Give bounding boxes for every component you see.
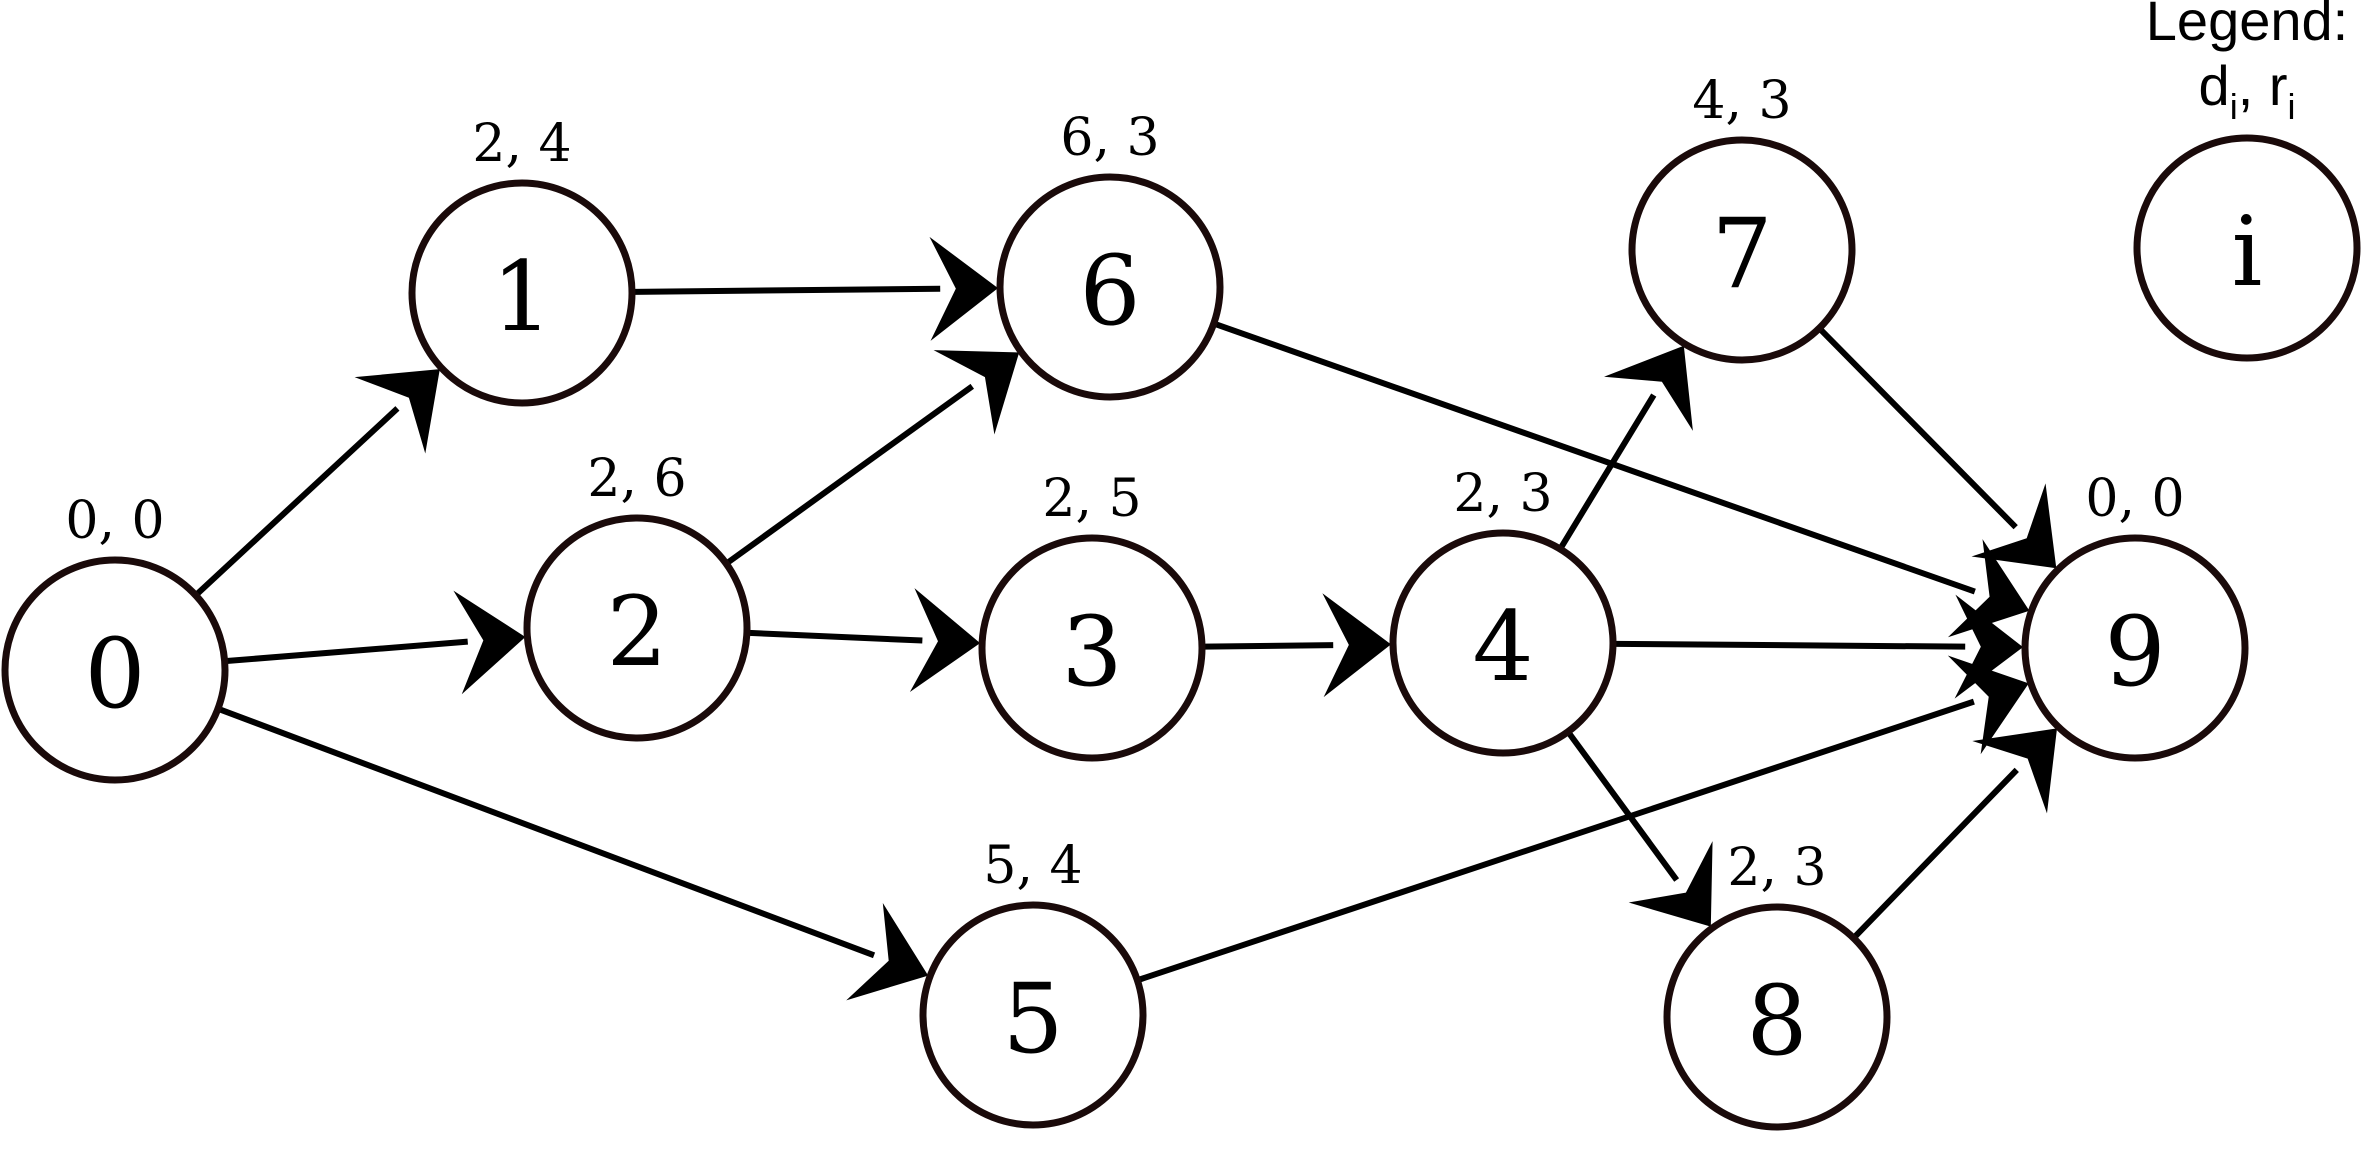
node-7-circle[interactable] [1628, 136, 1856, 364]
node-9-id-label: 9 [2104, 596, 2165, 708]
arrowhead [846, 903, 929, 1001]
node-2-id-label: 2 [606, 576, 667, 688]
nodes-layer: 0 0, 0 1 2, 4 2 2, 6 3 2, 5 4 2, 3 5 5, 4 6 6, 3 7 4, 3… [1, 71, 2249, 1131]
node-6[interactable]: 6 6, 3 [996, 108, 1224, 401]
edge-2-to-6 [726, 350, 1020, 565]
arrowhead [354, 369, 440, 454]
legend-key-d-subscript: i [2230, 86, 2238, 127]
node-9-attrs-label: 0, 0 [2085, 469, 2184, 529]
node-1[interactable]: 1 2, 4 [408, 114, 636, 407]
node-8-attrs-label: 2, 3 [1727, 838, 1826, 898]
node-3-id-label: 3 [1061, 596, 1122, 708]
legend-key-d: d [2199, 54, 2230, 117]
legend-key-r-subscript: i [2287, 86, 2295, 127]
arrowhead [1322, 593, 1392, 698]
node-1-id-label: 1 [491, 241, 552, 353]
arrowhead [453, 590, 526, 695]
node-6-circle[interactable] [996, 173, 1224, 401]
node-9-circle[interactable] [2021, 534, 2249, 762]
node-5-attrs-label: 5, 4 [983, 836, 1082, 896]
node-1-circle[interactable] [408, 179, 636, 407]
node-0-id-label: 0 [84, 618, 145, 730]
arrowhead [1972, 728, 2058, 814]
edges-layer [195, 236, 2058, 1001]
edge-0-to-5 [218, 706, 929, 1001]
node-0-attrs-label: 0, 0 [65, 491, 164, 551]
node-5-id-label: 5 [1002, 963, 1063, 1075]
node-7[interactable]: 7 4, 3 [1628, 71, 1856, 364]
node-2-circle[interactable] [523, 514, 751, 742]
node-2[interactable]: 2 2, 6 [523, 449, 751, 742]
edge-3-to-4 [1203, 593, 1392, 698]
node-3-attrs-label: 2, 5 [1042, 469, 1141, 529]
node-6-id-label: 6 [1079, 235, 1140, 347]
arrowhead [909, 588, 981, 693]
node-0[interactable]: 0 0, 0 [1, 491, 229, 784]
node-4-circle[interactable] [1389, 529, 1617, 757]
legend-sample-node-id: i [2232, 196, 2263, 308]
arrowhead [929, 236, 999, 341]
node-3-circle[interactable] [978, 534, 1206, 762]
legend-title: Legend: [2146, 0, 2348, 52]
node-7-id-label: 7 [1711, 198, 1772, 310]
edge-1-to-6 [633, 236, 999, 341]
node-1-attrs-label: 2, 4 [472, 114, 571, 174]
node-9[interactable]: 9 0, 0 [2021, 469, 2249, 762]
node-0-circle[interactable] [1, 556, 229, 784]
node-4-id-label: 4 [1472, 591, 1533, 703]
node-6-attrs-label: 6, 3 [1060, 108, 1159, 168]
legend-key-separator: , [2238, 54, 2269, 117]
edge-2-to-3 [748, 588, 981, 693]
edge-0-to-2 [226, 590, 526, 695]
legend-key-label: di, ri [2199, 54, 2296, 127]
node-8[interactable]: 8 2, 3 [1663, 838, 1891, 1131]
edge-0-to-1 [195, 369, 440, 597]
edge-5-to-9 [1138, 655, 2029, 983]
node-8-id-label: 8 [1746, 965, 1807, 1077]
node-3[interactable]: 3 2, 5 [978, 469, 1206, 762]
arrowhead [1947, 655, 2029, 755]
arrowhead [933, 350, 1020, 435]
legend-layer: Legend: di, ri i [2133, 0, 2361, 362]
edge-8-to-9 [1852, 728, 2058, 939]
edge-4-to-8 [1566, 731, 1713, 927]
legend-key-r: r [2269, 54, 2288, 117]
node-8-circle[interactable] [1663, 903, 1891, 1131]
arrowhead [1971, 483, 2057, 569]
legend-sample-node-circle [2133, 134, 2361, 362]
edge-6-to-9 [1214, 321, 2030, 638]
node-5-circle[interactable] [919, 901, 1147, 1129]
edge-4-to-7 [1558, 345, 1693, 549]
node-5[interactable]: 5 5, 4 [919, 836, 1147, 1129]
arrowhead [1628, 841, 1713, 927]
node-7-attrs-label: 4, 3 [1692, 71, 1791, 131]
node-4-attrs-label: 2, 3 [1453, 464, 1552, 524]
edge-4-to-9 [1614, 594, 2024, 699]
edge-7-to-9 [1818, 327, 2057, 569]
arrowhead [1604, 345, 1693, 431]
arrowhead [1947, 539, 2030, 638]
node-2-attrs-label: 2, 6 [587, 449, 686, 509]
node-4[interactable]: 4 2, 3 [1389, 464, 1617, 757]
